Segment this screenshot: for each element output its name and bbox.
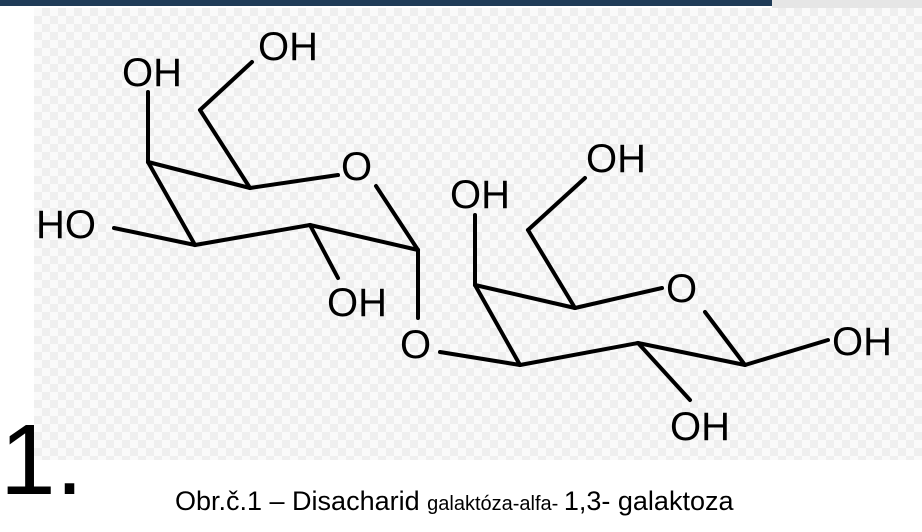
- atom-label-o: O: [341, 145, 372, 189]
- caption-prefix: Obr.č.1 – Disacharid: [175, 486, 428, 516]
- bond: [146, 160, 197, 247]
- bond: [308, 223, 420, 252]
- slide-top-bar: [0, 0, 922, 6]
- molecule-figure: [34, 8, 922, 460]
- bond: [438, 350, 522, 367]
- atom-label-oh: OH: [832, 320, 892, 364]
- bond: [248, 173, 340, 190]
- atom-label-oh: OH: [327, 281, 387, 325]
- atom-label-o: O: [666, 267, 697, 311]
- bond: [526, 176, 587, 232]
- atom-label-oh: OH: [122, 51, 182, 95]
- atom-label-oh: OH: [586, 137, 646, 181]
- bond: [703, 310, 747, 367]
- bond: [518, 341, 640, 367]
- disaccharide-structure: OH OH HO O OH O OH OH O OH OH: [36, 25, 892, 449]
- atom-label-oh: OH: [258, 25, 318, 69]
- bond: [473, 283, 522, 367]
- bond: [636, 341, 747, 367]
- bond: [198, 60, 254, 112]
- atom-label-o: O: [400, 323, 431, 367]
- atom-label-oh: OH: [450, 173, 510, 217]
- bond: [308, 223, 340, 280]
- atom-label-oh: OH: [670, 405, 730, 449]
- slide-top-bar-accent: [772, 0, 922, 10]
- bond: [743, 338, 830, 367]
- bond: [193, 223, 312, 247]
- bond: [636, 341, 692, 402]
- bond: [198, 108, 252, 190]
- caption-suffix: 1,3- galaktoza: [563, 486, 734, 516]
- bond: [112, 226, 197, 247]
- caption-middle: galaktóza-alfa-: [427, 493, 564, 515]
- bond: [374, 184, 420, 252]
- figure-caption: Obr.č.1 – Disacharid galaktóza-alfa- 1,3…: [175, 486, 733, 517]
- atom-label-ho: HO: [36, 203, 96, 247]
- bond: [146, 160, 252, 190]
- bond: [526, 228, 577, 310]
- bond: [573, 286, 664, 310]
- bond: [473, 283, 577, 310]
- slide-number: 1.: [0, 404, 84, 516]
